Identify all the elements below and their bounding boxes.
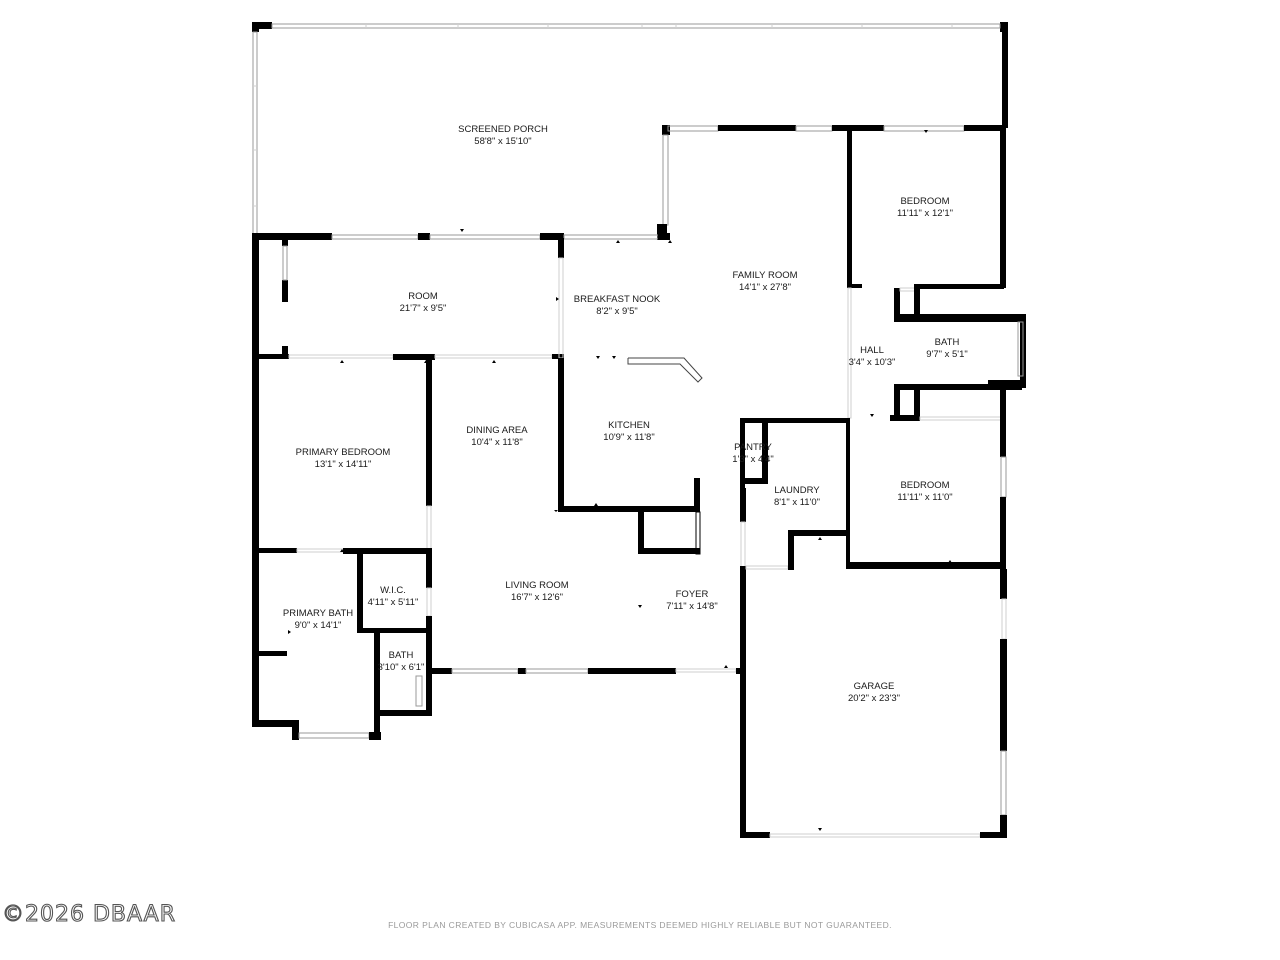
room-name-garage: GARAGE [854,681,895,692]
room-name-hall: HALL [860,345,884,356]
room-dims-pantry: 1'3" x 4'4" [732,454,774,465]
room-dims-bath-2: 3'10" x 6'1" [378,662,425,673]
screened-porch-walls [252,22,1008,235]
room-name-room: ROOM [408,291,438,302]
room-dims-living-room: 16'7" x 12'6" [511,592,563,603]
room-name-bath-1: BATH [935,337,960,348]
room-dims-bath-1: 9'7" x 5'1" [926,349,968,360]
room-name-family-room: FAMILY ROOM [732,270,797,281]
room-dims-screened-porch: 58'8" x 15'10" [474,136,531,147]
room-dims-kitchen: 10'9" x 11'8" [603,432,654,443]
room-dims-primary-bedroom: 13'1" x 14'11" [315,459,372,470]
room-name-breakfast-nook: BREAKFAST NOOK [574,294,661,305]
room-name-bedroom-2: BEDROOM [900,480,949,491]
room-name-wic: W.I.C. [380,585,406,596]
house-walls [252,125,1026,838]
room-dims-breakfast-nook: 8'2" x 9'5" [596,306,638,317]
room-name-kitchen: KITCHEN [608,420,650,431]
room-name-bath-2: BATH [389,650,414,661]
room-dims-room: 21'7" x 9'5" [400,303,447,314]
room-name-primary-bedroom: PRIMARY BEDROOM [296,447,391,458]
room-name-laundry: LAUNDRY [774,485,820,496]
room-dims-foyer: 7'11" x 14'8" [666,601,717,612]
room-name-foyer: FOYER [676,589,709,600]
room-name-dining-area: DINING AREA [466,425,528,436]
room-dims-bedroom-1: 11'11" x 12'1" [897,208,953,219]
room-name-living-room: LIVING ROOM [505,580,568,591]
room-dims-laundry: 8'1" x 11'0" [774,497,820,508]
room-dims-hall: 3'4" x 10'3" [849,357,896,368]
room-name-bedroom-1: BEDROOM [900,196,949,207]
door-markers [288,130,952,831]
room-labels: SCREENED PORCH 58'8" x 15'10" ROOM 21'7"… [283,124,968,704]
room-dims-dining-area: 10'4" x 11'8" [471,437,522,448]
room-dims-primary-bath: 9'0" x 14'1" [295,620,342,631]
room-name-primary-bath: PRIMARY BATH [283,608,353,619]
room-dims-wic: 4'11" x 5'11" [368,597,419,608]
room-dims-bedroom-2: 11'11" x 11'0" [897,492,952,503]
room-dims-garage: 20'2" x 23'3" [848,693,900,704]
copyright-watermark: ©2026 DBAAR [1,901,177,927]
floor-plan-disclaimer: FLOOR PLAN CREATED BY CUBICASA APP. MEAS… [388,920,892,930]
room-name-pantry: PANTRY [734,442,772,453]
room-name-screened-porch: SCREENED PORCH [458,124,548,135]
room-dims-family-room: 14'1" x 27'8" [739,282,791,293]
